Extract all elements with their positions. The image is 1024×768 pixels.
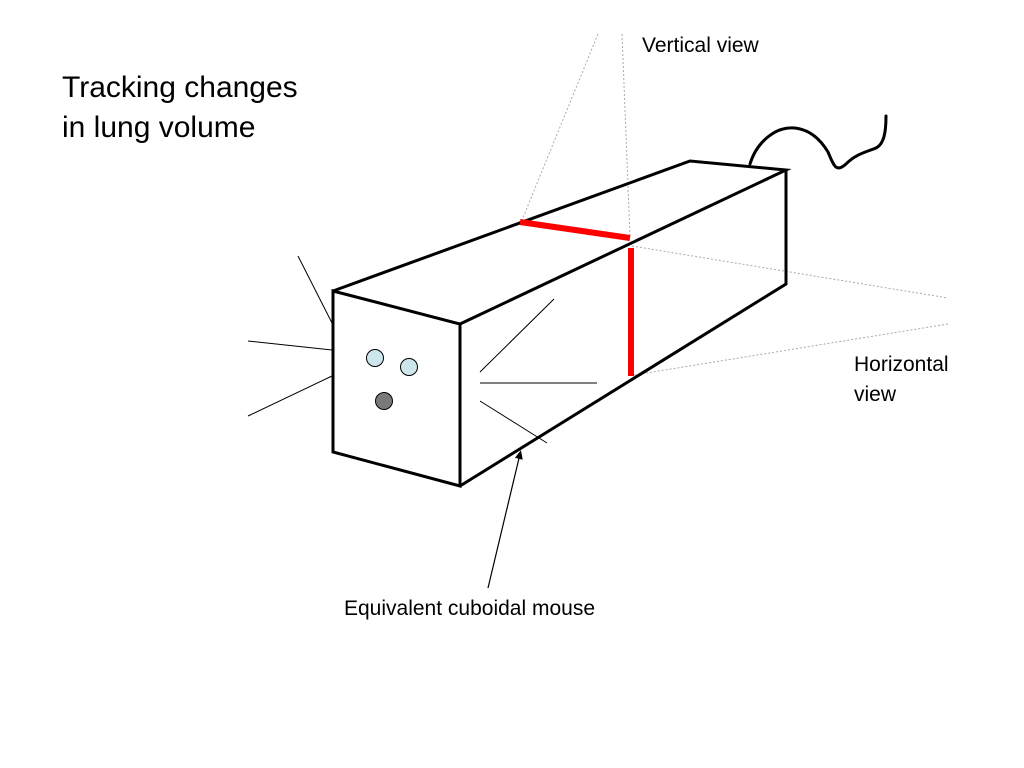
whisker-middle [247,340,333,351]
title-line-2: in lung volume [62,111,256,144]
marker-light-left [366,349,384,367]
caption-arrow [487,450,523,589]
horizontal-view-label-line-1: Horizontal [854,353,949,376]
cuboid-side-face [459,170,788,488]
horizontal-view-label-line-2: view [854,383,897,406]
vertical-view-label: Vertical view [642,34,759,57]
interior-line-lower [479,400,548,444]
measurement-lines [519,219,634,376]
interior-lines [479,298,597,444]
cuboid-top-face [332,159,792,326]
horizontal-view-rays [631,245,949,376]
horizontal-view-label: Horizontal view [854,350,949,410]
diagram-title: Tracking changes in lung volume [62,68,298,148]
marker-dark [375,392,393,410]
interior-line-upper [479,298,555,373]
front-face-markers [366,349,418,410]
red-line-top [519,219,631,241]
vertical-view-rays [521,33,631,237]
horizontal-ray-bottom [633,323,949,376]
marker-light-right [400,358,418,376]
cuboid [331,159,792,488]
title-line-1: Tracking changes [62,71,298,104]
vertical-ray-right [621,33,631,237]
whisker-bottom [247,375,333,417]
cuboid-front-face [331,289,462,488]
whiskers [247,255,333,417]
cuboid-caption: Equivalent cuboidal mouse [344,597,595,620]
tail [748,114,888,170]
vertical-ray-left [521,33,599,221]
whisker-top [297,255,333,324]
horizontal-ray-top [631,245,949,299]
